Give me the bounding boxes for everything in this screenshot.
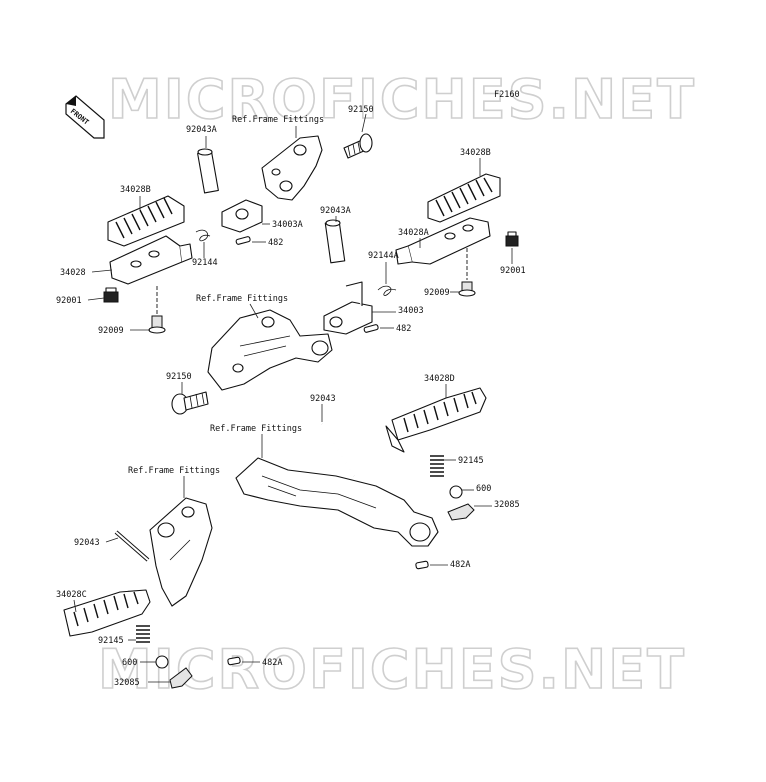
- label-482-top: 482: [268, 238, 283, 248]
- pin-92043-mid: [321, 423, 355, 477]
- pin-482-mid: [363, 324, 379, 333]
- label-34028d: 34028D: [424, 374, 455, 384]
- label-482a-right: 482A: [450, 560, 470, 570]
- footpeg-34028-left: [109, 235, 193, 285]
- label-refframe-top: Ref.Frame Fittings: [232, 115, 324, 125]
- label-34028b-left: 34028B: [120, 185, 151, 195]
- bracket-rear-right: [235, 457, 439, 547]
- bracket-upper: [261, 135, 323, 201]
- footpeg-34028a: [395, 217, 491, 265]
- label-refframe-mid: Ref.Frame Fittings: [196, 294, 288, 304]
- spring-92145-right: [430, 455, 444, 477]
- rubber-34028b-right: [427, 173, 501, 223]
- bracket-mid: [207, 309, 333, 391]
- label-92144: 92144: [192, 258, 218, 268]
- labels: 92150 92043A Ref.Frame Fittings 34028B 3…: [56, 105, 526, 688]
- label-92145-right: 92145: [458, 456, 484, 466]
- label-34028c: 34028C: [56, 590, 87, 600]
- footpeg-34028c: [63, 589, 151, 637]
- bolt-92150-mid: [171, 391, 209, 415]
- pin-482a-left: [227, 656, 241, 666]
- label-92043-mid: 92043: [310, 394, 336, 404]
- label-92150-top: 92150: [348, 105, 374, 115]
- holder-34003a: [221, 199, 263, 233]
- ball-600-right: [449, 485, 463, 499]
- plug-92001-left: [103, 287, 119, 303]
- front-arrow-icon: FRONT: [65, 95, 105, 139]
- figure-code: F2160: [494, 90, 520, 100]
- pin-92043a-mid: [324, 219, 346, 264]
- label-32085-right: 32085: [494, 500, 520, 510]
- watermark-bottom: MICROFICHES.NET: [98, 638, 686, 701]
- label-34028a: 34028A: [398, 228, 429, 238]
- spring-92144a: [377, 285, 397, 296]
- label-92144a: 92144A: [368, 251, 399, 261]
- rubber-34028b-left: [107, 195, 185, 247]
- label-refframe-rear-left: Ref.Frame Fittings: [128, 466, 220, 476]
- pin-482-top: [235, 236, 251, 245]
- label-92009-right: 92009: [424, 288, 450, 298]
- label-34028b-right: 34028B: [460, 148, 491, 158]
- pin-92043-left: [114, 530, 150, 562]
- pin-482a-right: [415, 560, 429, 570]
- label-92043a-top: 92043A: [186, 125, 217, 135]
- label-600-left: 600: [122, 658, 137, 668]
- ball-600-left: [155, 655, 169, 669]
- label-92001-right: 92001: [500, 266, 526, 276]
- bracket-rear-left: [149, 497, 213, 607]
- label-92043a-mid: 92043A: [320, 206, 351, 216]
- label-92001-left: 92001: [56, 296, 82, 306]
- label-92145-left: 92145: [98, 636, 124, 646]
- label-34003a: 34003A: [272, 220, 303, 230]
- screw-92009-right: [458, 248, 476, 297]
- screw-92009-left: [148, 286, 166, 334]
- detent-32085-left: [169, 667, 193, 689]
- label-34028: 34028: [60, 268, 86, 278]
- spring-92144: [195, 229, 211, 242]
- spring-92145-left: [136, 625, 150, 643]
- label-92150-mid: 92150: [166, 372, 192, 382]
- label-32085-left: 32085: [114, 678, 140, 688]
- label-34003: 34003: [398, 306, 424, 316]
- label-92009-left: 92009: [98, 326, 124, 336]
- watermark-top: MICROFICHES.NET: [108, 68, 696, 131]
- footpeg-34028d: [385, 387, 487, 453]
- pin-92043a-top: [197, 148, 219, 194]
- label-482-mid: 482: [396, 324, 411, 334]
- label-refframe-rear-right: Ref.Frame Fittings: [210, 424, 302, 434]
- label-482a-left: 482A: [262, 658, 282, 668]
- holder-34003: [323, 281, 373, 335]
- label-600-right: 600: [476, 484, 491, 494]
- label-92043-left: 92043: [74, 538, 100, 548]
- bolt-92150-top: [343, 133, 373, 159]
- detent-32085-right: [447, 503, 475, 521]
- plug-92001-right: [505, 231, 519, 247]
